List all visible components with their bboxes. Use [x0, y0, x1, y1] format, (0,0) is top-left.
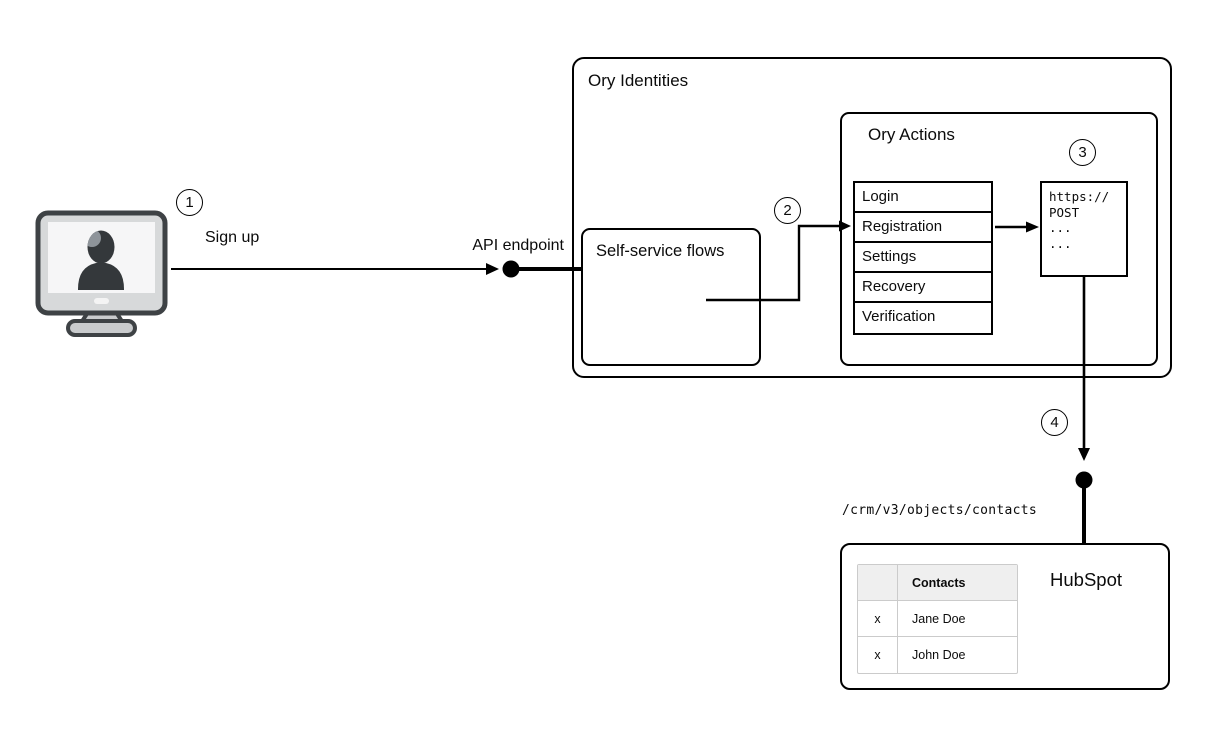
hubspot-title: HubSpot	[1050, 569, 1122, 590]
contacts-header-label: Contacts	[912, 575, 966, 590]
self-service-flows-title: Self-service flows	[596, 242, 725, 260]
hubspot-box: HubSpot Contacts x Jane Doe x John Doe	[840, 543, 1170, 690]
step-number: 1	[185, 194, 194, 211]
contact-check: x	[858, 637, 898, 673]
api-endpoint-label: API endpoint	[472, 237, 564, 254]
webhook-code-box: https:// POST ... ...	[1040, 181, 1128, 277]
step-number: 2	[783, 202, 792, 219]
contact-row: x John Doe	[858, 637, 1017, 673]
step-number: 3	[1078, 144, 1087, 161]
contacts-table: Contacts x Jane Doe x John Doe	[857, 564, 1018, 674]
step-number: 4	[1050, 414, 1059, 431]
step-badge-3: 3	[1069, 139, 1096, 166]
sign-up-label: Sign up	[205, 229, 260, 246]
crm-endpoint-path-label: /crm/v3/objects/contacts	[842, 503, 1038, 518]
contacts-table-header-row: Contacts	[858, 565, 1017, 601]
step-badge-1: 1	[176, 189, 203, 216]
user-computer-icon	[35, 210, 168, 337]
code-line: ...	[1049, 220, 1072, 235]
code-line: ...	[1049, 235, 1072, 251]
user-silhouette-highlight	[87, 230, 101, 247]
flow-row-recovery: Recovery	[855, 273, 991, 303]
flow-row-verification: Verification	[862, 308, 936, 325]
sign-up-arrowhead	[486, 263, 499, 275]
flow-list-table: Login Registration Settings Recovery Ver…	[853, 181, 993, 335]
contacts-header-check-cell	[858, 565, 898, 600]
ory-actions-title: Ory Actions	[868, 125, 955, 144]
api-endpoint-dot	[502, 260, 520, 278]
hubspot-endpoint-dot	[1075, 471, 1093, 489]
code-line: POST	[1049, 204, 1080, 220]
flow-row-login: Login	[855, 183, 991, 213]
code-line: https://	[1049, 189, 1110, 204]
contact-name: John Doe	[912, 648, 966, 662]
step-badge-2: 2	[774, 197, 801, 224]
contact-name: Jane Doe	[912, 611, 966, 626]
self-service-flows-box: Self-service flows	[581, 228, 761, 366]
contact-row: x Jane Doe	[858, 601, 1017, 637]
flow-row-settings: Settings	[855, 243, 991, 273]
monitor-stand-base	[66, 319, 137, 337]
flow-row-registration: Registration	[855, 213, 991, 243]
ory-identities-title: Ory Identities	[588, 71, 689, 90]
monitor-button	[94, 298, 109, 304]
contact-check: x	[858, 601, 898, 636]
webhook-to-hubspot-arrowhead	[1078, 448, 1090, 461]
user-silhouette-shoulders	[78, 263, 124, 290]
step-badge-4: 4	[1041, 409, 1068, 436]
